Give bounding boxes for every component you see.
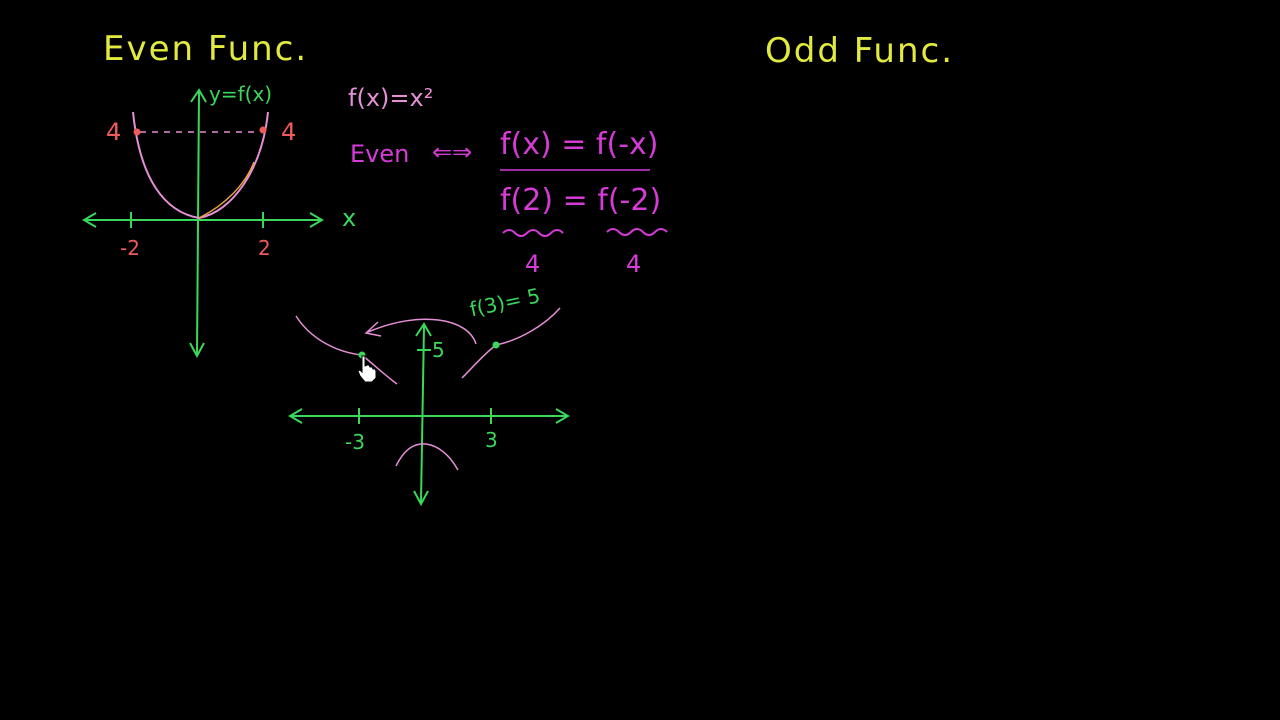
graph2-tick-label-pos: 3: [485, 428, 498, 452]
function-definition: f(x)=x²: [348, 84, 434, 112]
hand-cursor-icon: [357, 355, 377, 383]
graph1-x-axis-label: x: [342, 204, 357, 232]
odd-function-heading: Odd Func.: [765, 31, 955, 71]
graph1-parabola: [132, 111, 269, 220]
graph2-x-axis-right-arrow: [555, 408, 570, 424]
graph1-y-axis-bottom-arrow: [189, 342, 205, 359]
graph2-bottom-curve: [395, 443, 459, 471]
graph2-mirror-arrow: [367, 318, 477, 345]
equivalence-symbol: ⇐⇒: [432, 138, 473, 166]
graph1-point-right: [259, 126, 267, 134]
graph1-x-axis-right-arrow: [309, 212, 324, 228]
graph2-y-axis-top-arrow: [415, 322, 432, 337]
example-right-brace: [606, 228, 668, 236]
graph1-y-axis: [196, 91, 200, 355]
graph1-value-label-left: 4: [106, 118, 122, 146]
graph2-y-axis-bottom-arrow: [413, 490, 429, 507]
example-right-value: 4: [626, 250, 642, 278]
graph2-y-tick-label: 5: [432, 338, 445, 362]
graph1-y-axis-top-arrow: [190, 88, 207, 103]
example-left-brace: [502, 229, 564, 237]
graph1-slope-trace: [198, 161, 255, 219]
graph2-x-axis-left-arrow: [288, 408, 303, 424]
graph1-value-label-right: 4: [281, 118, 297, 146]
even-rule: f(x) = f(-x): [500, 127, 659, 162]
graph1-tick-label-neg: -2: [120, 236, 140, 260]
graph2-point-right: [492, 341, 500, 349]
graph2-y-axis: [420, 325, 425, 503]
graph2-tick-label-neg: -3: [345, 430, 365, 454]
example-left-value: 4: [525, 250, 541, 278]
graph1-x-axis-left-arrow: [82, 212, 97, 228]
even-function-heading: Even Func.: [103, 29, 309, 69]
even-label: Even: [350, 140, 410, 168]
graph1-y-axis-label: y=f(x): [209, 82, 273, 106]
graph2-mirror-arrowhead: [364, 321, 382, 337]
graph1-point-left: [133, 128, 141, 136]
even-example: f(2) = f(-2): [500, 183, 662, 218]
graph1-tick-label-pos: 2: [258, 236, 271, 260]
